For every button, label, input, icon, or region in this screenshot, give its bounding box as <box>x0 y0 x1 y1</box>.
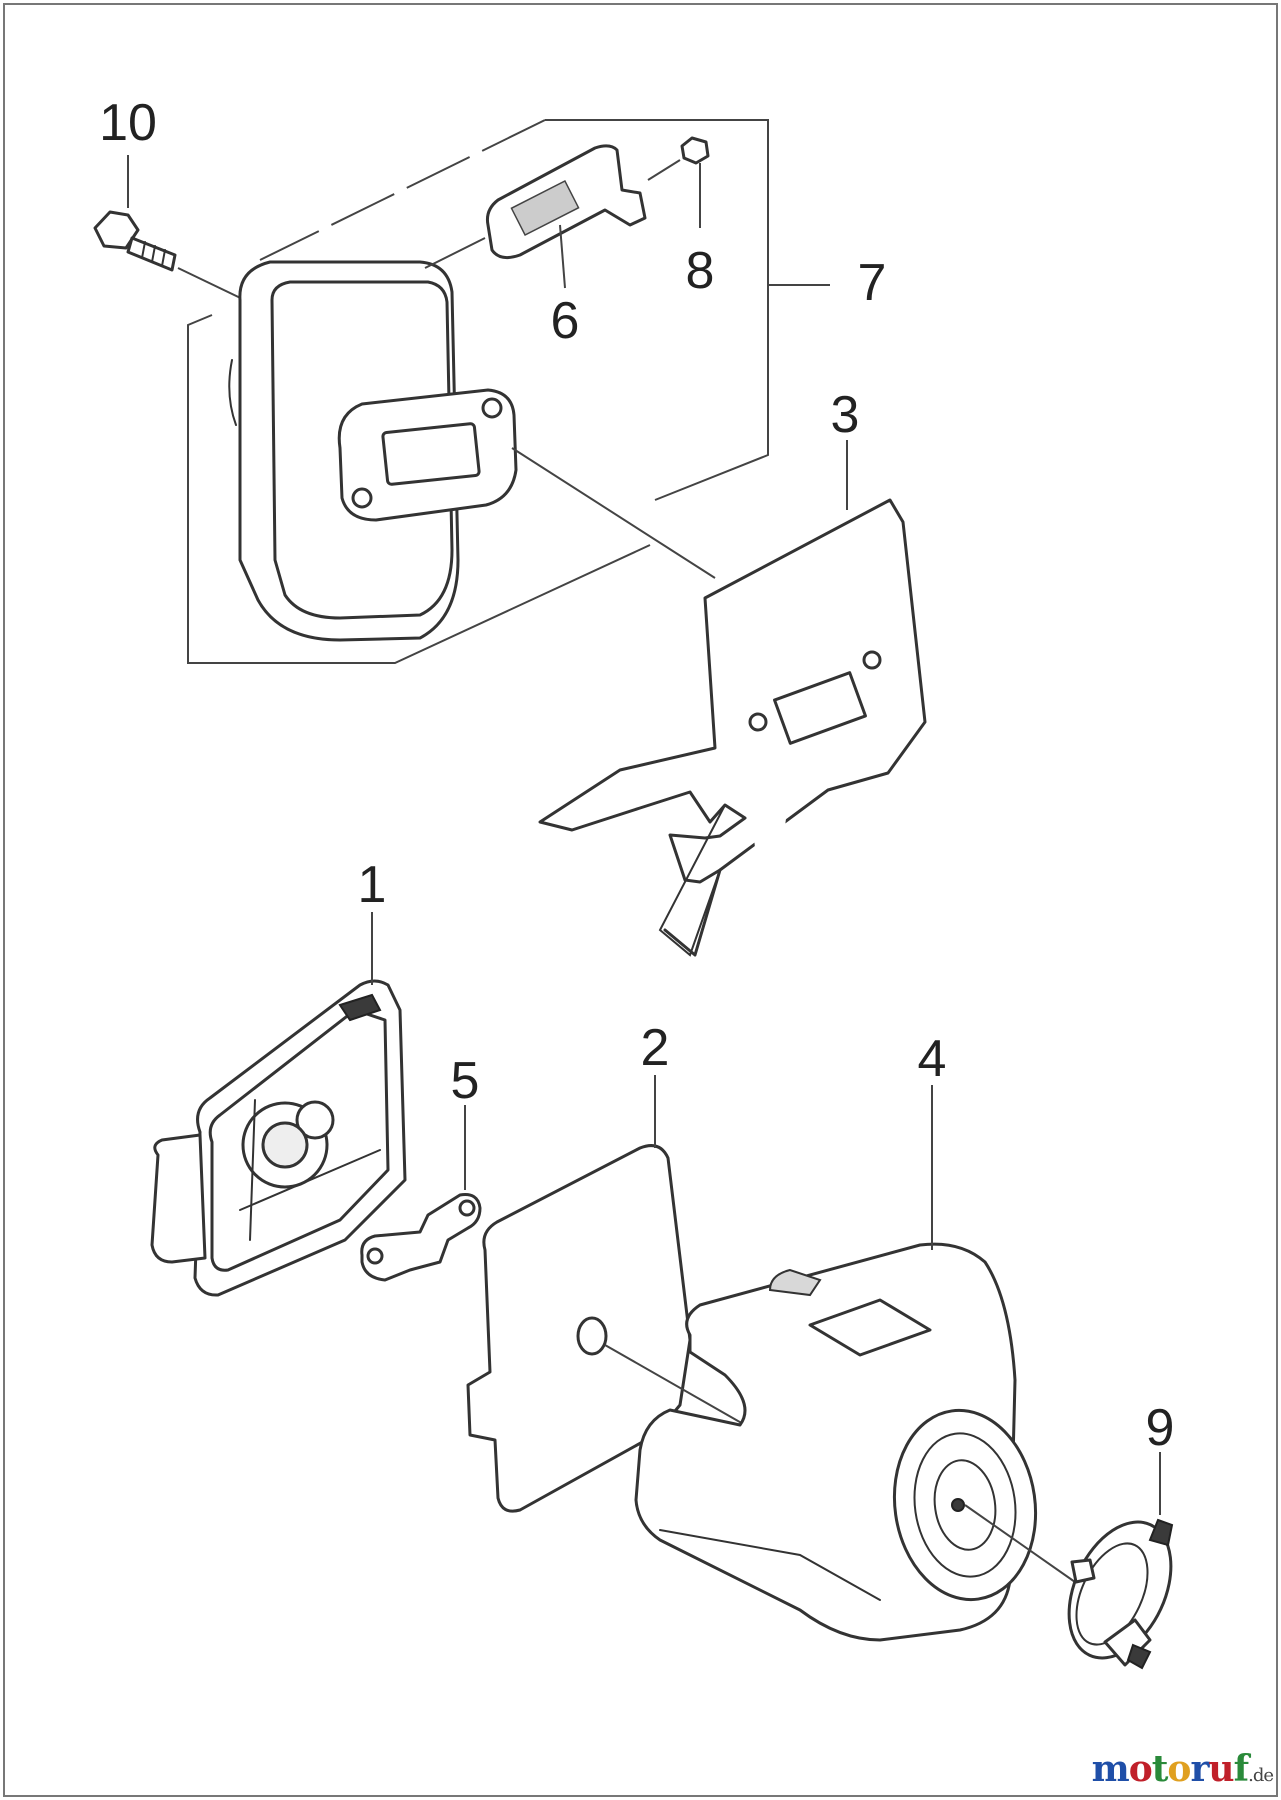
logo-letter: m <box>1091 1748 1130 1790</box>
logo-name: motoruf <box>1091 1748 1249 1790</box>
callout-8: 8 <box>686 242 715 300</box>
logo-letter: r <box>1190 1748 1209 1790</box>
knob-9 <box>1067 1452 1174 1670</box>
drawing-border <box>3 3 1278 1797</box>
callout-9: 9 <box>1146 1399 1175 1457</box>
spark-screen-6 <box>424 144 647 289</box>
bracket-5 <box>360 1105 482 1282</box>
callout-6: 6 <box>551 292 580 350</box>
logo-letter: f <box>1233 1748 1249 1790</box>
callout-10: 10 <box>99 94 157 152</box>
heat-shield-3 <box>538 440 927 957</box>
callout-3: 3 <box>831 386 860 444</box>
screw-8 <box>647 136 710 228</box>
logo-tld: .de <box>1248 1765 1274 1786</box>
callout-5: 5 <box>451 1052 480 1110</box>
logo-letter: o <box>1167 1748 1191 1790</box>
bolt-10 <box>93 155 256 306</box>
filter-element-2 <box>466 1075 746 1513</box>
muffler-body <box>228 260 716 642</box>
callout-4: 4 <box>918 1030 947 1088</box>
callout-7: 7 <box>858 254 887 312</box>
motoruf-logo: motoruf.de <box>1091 1748 1274 1790</box>
muffler-assembly-bracket <box>187 119 830 664</box>
callout-1: 1 <box>358 856 387 914</box>
air-cleaner-cover-4 <box>634 1085 1076 1642</box>
logo-letter: t <box>1151 1748 1169 1790</box>
callout-2: 2 <box>641 1019 670 1077</box>
air-filter-base-1 <box>150 912 407 1297</box>
logo-letter: o <box>1128 1748 1153 1790</box>
logo-letter: u <box>1208 1748 1234 1790</box>
